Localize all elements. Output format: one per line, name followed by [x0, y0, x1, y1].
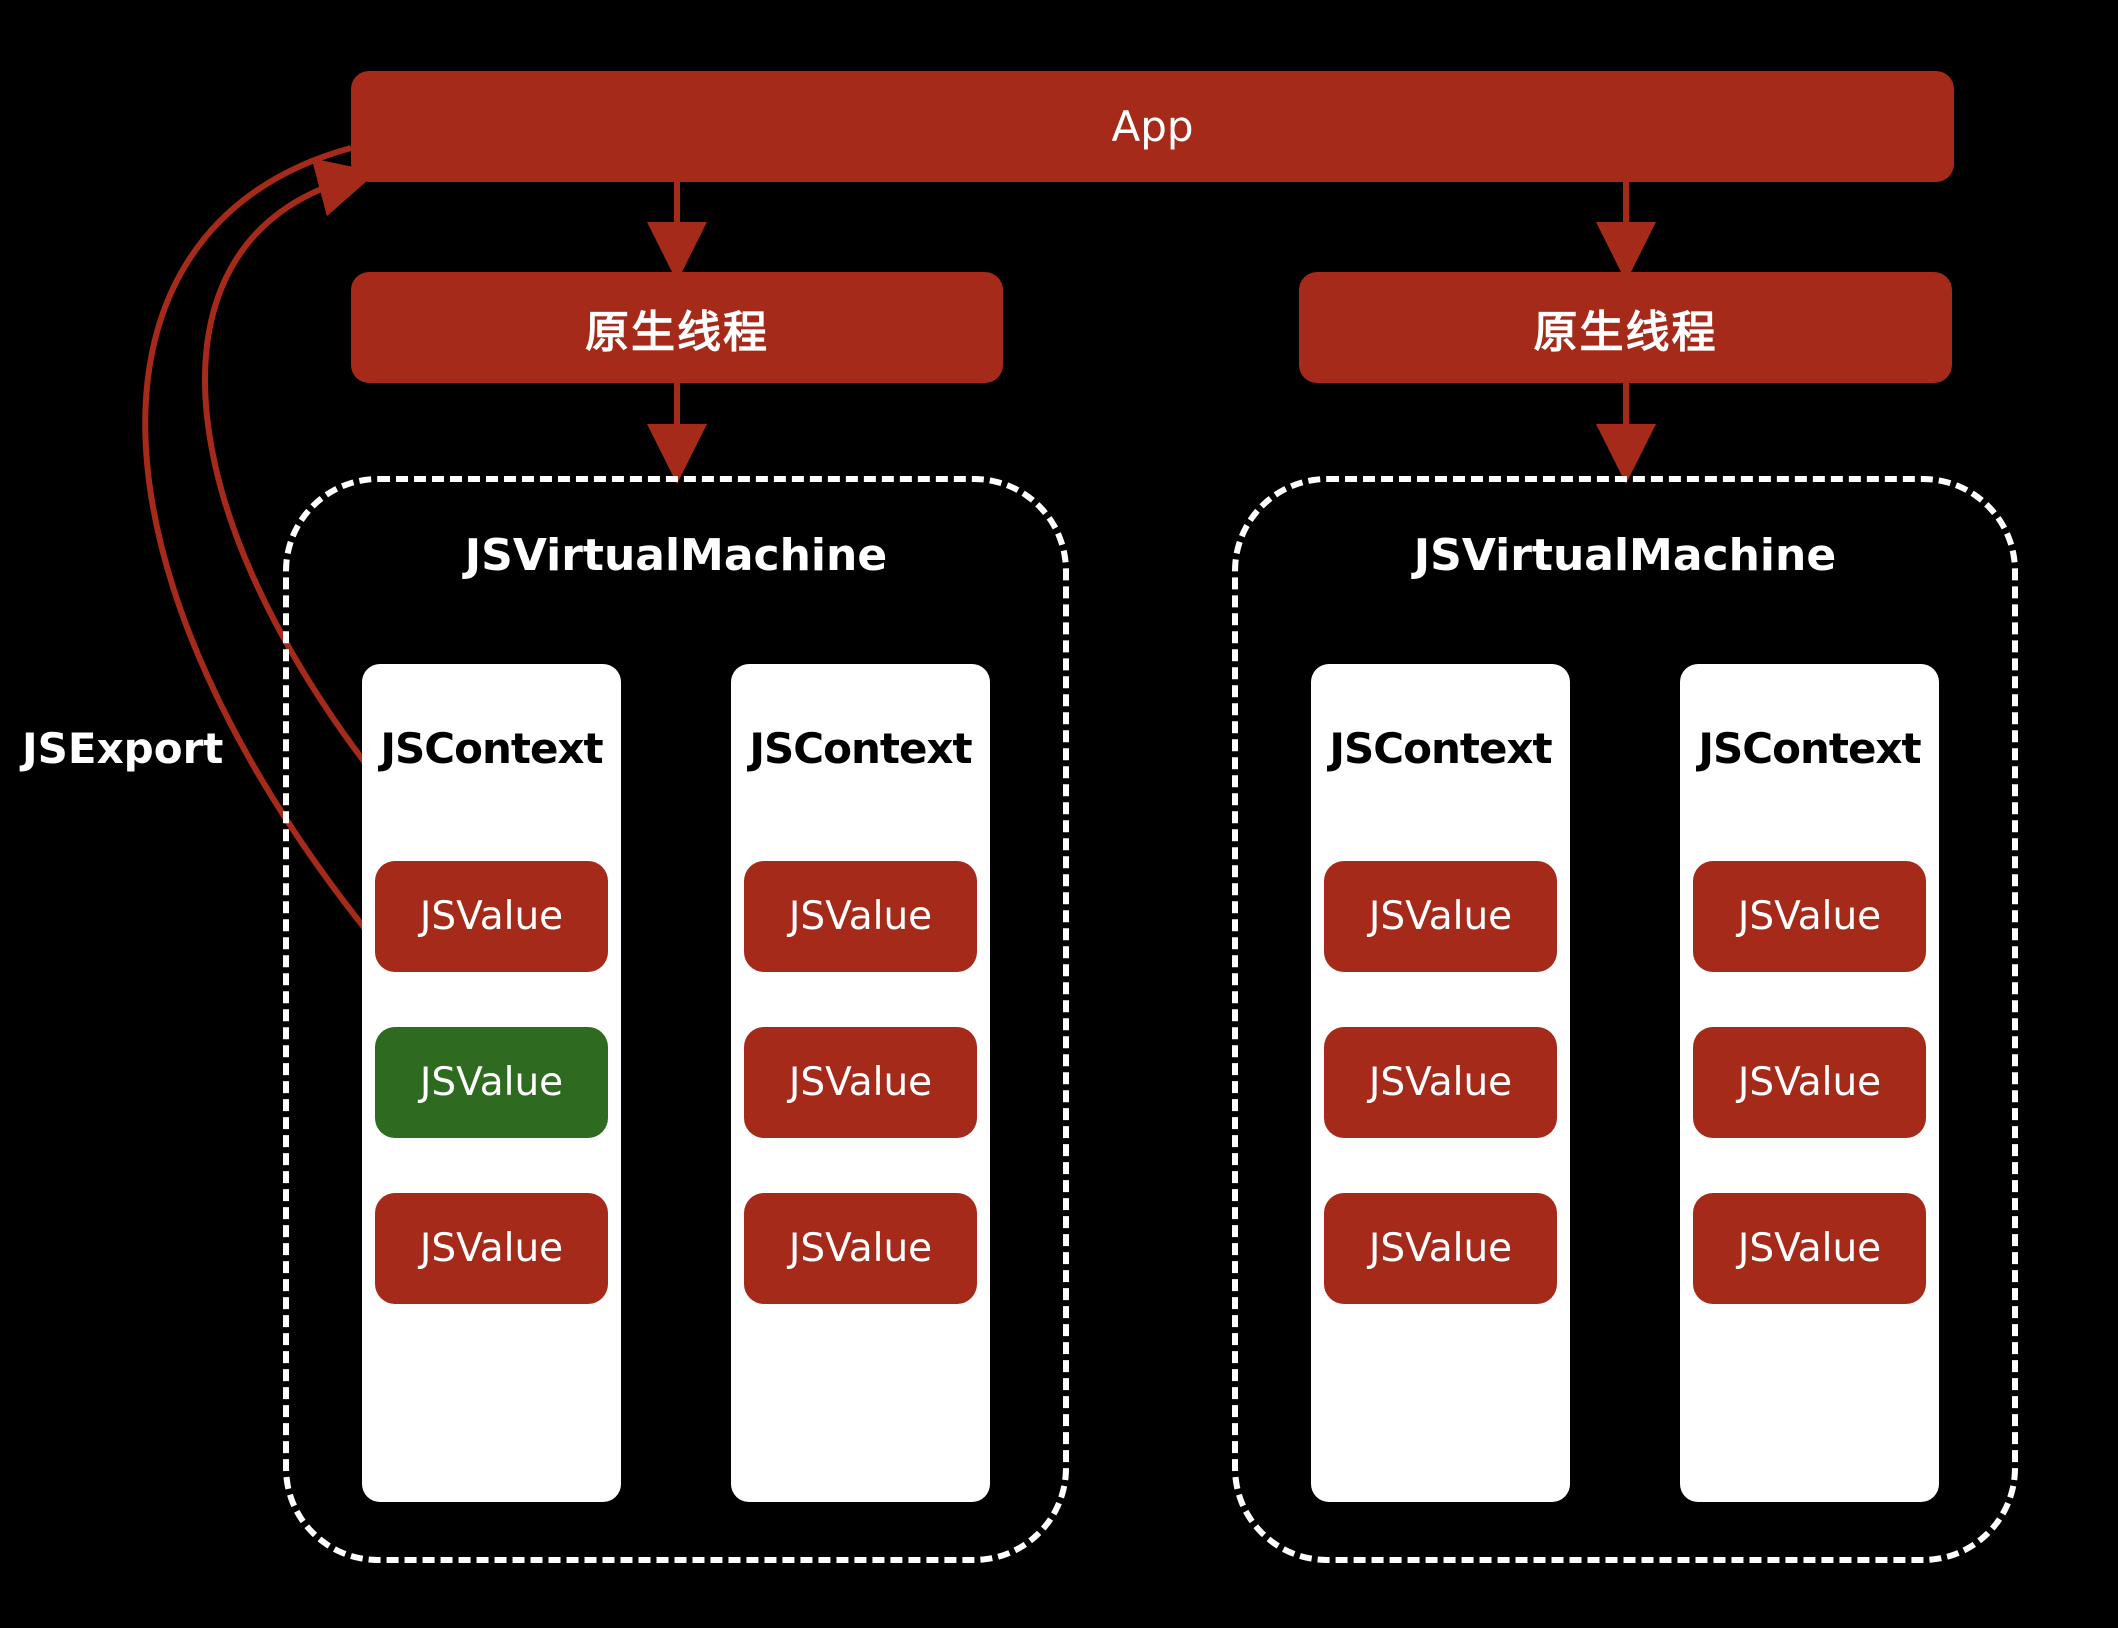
js-value-2-2-3: JSValue — [1693, 1193, 1926, 1304]
virtual-machine-container-1 — [283, 476, 1069, 1563]
jsexport-label: JSExport — [22, 724, 224, 773]
virtual-machine-container-2 — [1232, 476, 2018, 1563]
context-title-2-2: JSContext — [1698, 724, 1921, 773]
js-value-1-1-3: JSValue — [375, 1193, 608, 1304]
virtual-machine-title-1: JSVirtualMachine — [464, 530, 888, 581]
virtual-machine-title-2: JSVirtualMachine — [1413, 530, 1837, 581]
context-title-1-1: JSContext — [380, 724, 603, 773]
js-value-2-2-1: JSValue — [1693, 861, 1926, 972]
arrow-value-to-app-export — [202, 158, 448, 861]
js-value-2-1-2: JSValue — [1324, 1027, 1557, 1138]
js-value-1-2-2: JSValue — [744, 1027, 977, 1138]
js-value-1-1-2-exported: JSValue — [375, 1027, 608, 1138]
native-thread-box-1: 原生线程 — [351, 272, 1003, 383]
js-value-2-2-2: JSValue — [1693, 1027, 1926, 1138]
arrow-app-to-value-export — [142, 145, 453, 1030]
context-title-1-2: JSContext — [749, 724, 972, 773]
js-value-1-2-3: JSValue — [744, 1193, 977, 1304]
js-value-1-2-1: JSValue — [744, 861, 977, 972]
native-thread-box-2: 原生线程 — [1299, 272, 1952, 383]
js-value-2-1-3: JSValue — [1324, 1193, 1557, 1304]
js-value-2-1-1: JSValue — [1324, 861, 1557, 972]
js-value-1-1-1: JSValue — [375, 861, 608, 972]
context-title-2-1: JSContext — [1329, 724, 1552, 773]
app-box: App — [351, 71, 1954, 182]
